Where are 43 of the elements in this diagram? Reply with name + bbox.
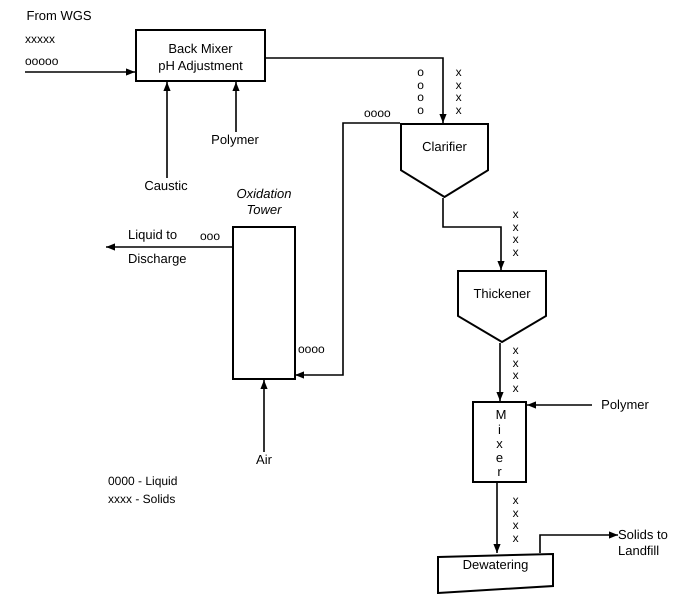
stream-marker: xxxx [455,66,462,116]
flow-arrow [442,198,505,270]
node-text: Thickener [473,286,531,302]
stream-marker: oooo [364,106,391,121]
tank-shape [400,123,489,198]
edge-label: Liquid to Discharge [128,226,188,268]
node-text: Caustic [144,178,188,194]
node-text: Dewatering [462,557,528,574]
flow-arrow [232,82,240,132]
node-text: Oxidation Tower [236,186,292,218]
tank-shape [457,270,547,343]
node-text: From WGS [26,8,92,24]
stream-marker: 0000 - Liquid [108,474,178,489]
flow-arrow [527,401,592,409]
stream-marker: xxxx [512,344,520,394]
flow-arrow [25,68,135,76]
process-box [437,553,554,594]
process-box [135,29,266,82]
node-text: Solids to Landfill [618,527,669,560]
stream-marker: oooo [298,342,325,357]
node-text: Polymer [601,397,649,414]
stream-marker: xxxx - Solids [108,492,176,507]
node-text: Air [256,452,272,468]
node-text: Mixer [496,408,504,480]
process-box [472,401,527,483]
stream-marker: xxxx [512,494,520,544]
stream-marker: xxxx [512,208,520,258]
node-text: Back Mixer [168,41,233,58]
node-text: Clarifier [422,139,467,156]
stream-marker: ooooo [25,54,58,69]
stream-marker: oooo [417,66,424,116]
flow-arrow [496,343,504,401]
flow-arrow [260,380,268,452]
node-text: pH Adjustment [158,58,243,74]
flow-arrow [493,483,501,553]
flow-arrow [266,57,447,123]
stream-marker: xxxxx [25,32,55,47]
flow-arrow [295,122,400,379]
flow-arrow [163,82,171,178]
flow-arrow [539,531,618,553]
stream-marker: ooo [200,229,220,244]
flow-arrow [106,243,233,251]
node-text: Polymer [211,132,259,148]
